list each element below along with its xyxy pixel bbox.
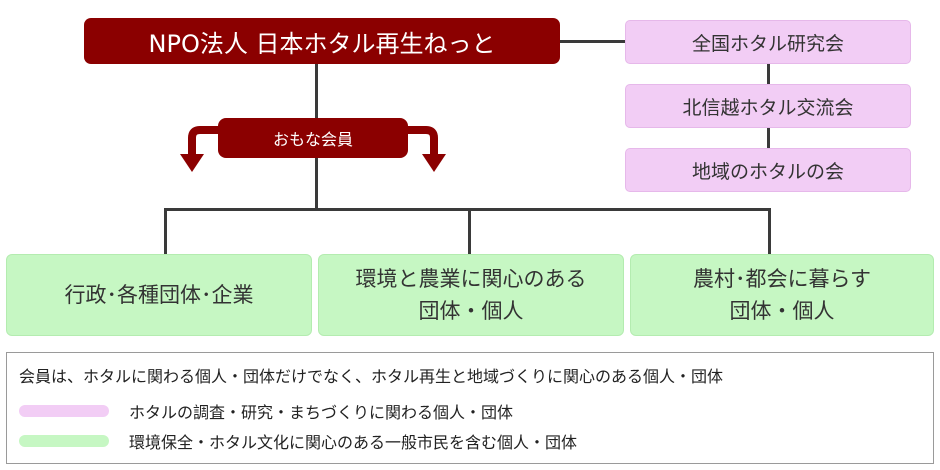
legend-item-text: 環境保全・ホタル文化に関心のある一般市民を含む個人・団体 [129,433,578,452]
related-group-label: 地域のホタルの会 [691,160,844,183]
related-group-box: 全国ホタル研究会 [625,20,911,64]
legend-box: 会員は、ホタルに関わる個人・団体だけでなく、ホタル再生と地域づくりに関心のある個… [6,352,934,464]
legend-swatch-green [19,435,109,447]
member-group-line: 農村･都会に暮らす [692,267,872,291]
related-group-box: 地域のホタルの会 [625,148,911,192]
curved-arrow-left-icon [180,126,222,172]
connector-main-to-related [560,40,626,43]
connector-related-1-2 [767,64,770,86]
member-group-box: 農村･都会に暮らす 団体・個人 [630,254,934,336]
member-group-line: 環境と農業に関心のある [355,267,587,291]
related-group-box: 北信越ホタル交流会 [625,84,911,128]
connector-drop-1 [164,208,167,254]
connector-related-2-3 [767,127,770,149]
related-group-label: 北信越ホタル交流会 [682,96,854,119]
member-group-box: 行政･各種団体･企業 [6,254,312,336]
connector-drop-3 [768,208,771,254]
members-label: おもな会員 [272,130,353,149]
connector-drop-2 [468,208,471,254]
members-label-box: おもな会員 [218,118,408,158]
member-group-line: 団体・個人 [729,299,835,323]
related-group-label: 全国ホタル研究会 [691,32,844,55]
curved-arrow-right-icon [404,126,446,172]
legend-item-pink: ホタルの調査・研究・まちづくりに関わる個人・団体 [19,399,513,423]
legend-item-green: 環境保全・ホタル文化に関心のある一般市民を含む個人・団体 [19,429,577,453]
legend-swatch-pink [19,405,109,417]
connector-horizontal-bus [164,208,771,211]
member-group-line: 団体・個人 [418,299,524,323]
org-name: NPO法人 日本ホタル再生ねっと [148,29,496,58]
legend-title: 会員は、ホタルに関わる個人・団体だけでなく、ホタル再生と地域づくりに関心のある個… [19,367,724,386]
org-name-box: NPO法人 日本ホタル再生ねっと [84,18,560,64]
legend-item-text: ホタルの調査・研究・まちづくりに関わる個人・団体 [129,403,514,422]
member-group-line: 行政･各種団体･企業 [64,283,254,307]
member-group-box: 環境と農業に関心のある 団体・個人 [318,254,624,336]
